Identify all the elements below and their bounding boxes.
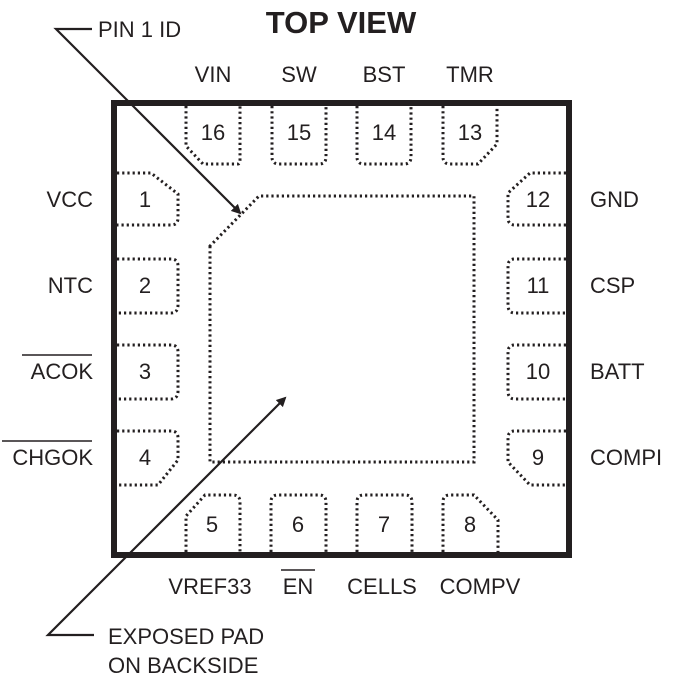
pin-5-number: 5 xyxy=(206,512,218,537)
pin-4-pad xyxy=(117,429,180,487)
right-pins: 12 GND 11 CSP 10 BATT 9 COMPI xyxy=(506,171,662,487)
pin-9: 9 COMPI xyxy=(506,429,662,487)
top-pins: 16 VIN 15 SW 14 BST 13 TMR xyxy=(184,62,499,166)
pin-10-pad xyxy=(506,343,566,401)
pin-13-pad xyxy=(441,106,499,166)
pin-6-name: EN xyxy=(283,574,314,599)
pin-8-name: COMPV xyxy=(440,574,521,599)
bottom-pins: 5 VREF33 6 EN 7 CELLS 8 COMPV xyxy=(168,493,521,599)
exposed-pad-label-line1: EXPOSED PAD xyxy=(108,624,264,649)
pin-4-number: 4 xyxy=(139,445,151,470)
pin-12: 12 GND xyxy=(506,171,639,227)
pin-4-name: CHGOK xyxy=(12,445,93,470)
pin-5-pad xyxy=(184,493,242,552)
pin-7-number: 7 xyxy=(378,512,390,537)
pin-14-pad xyxy=(355,106,413,166)
pin-10-number: 10 xyxy=(526,359,550,384)
pin-5: 5 VREF33 xyxy=(168,493,252,599)
pin-13-name: TMR xyxy=(446,62,494,87)
exposed-pad-leader-line xyxy=(45,396,287,637)
pin-2-pad xyxy=(117,257,180,315)
pin-5-name: VREF33 xyxy=(168,574,251,599)
pin-12-pad xyxy=(506,171,566,227)
pin-15-pad xyxy=(270,106,328,166)
pin-11: 11 CSP xyxy=(506,257,635,315)
pin-6-number: 6 xyxy=(292,512,304,537)
diagram-title: TOP VIEW xyxy=(266,5,417,40)
pin-12-name: GND xyxy=(590,187,639,212)
pin-7-pad xyxy=(355,493,414,552)
pin-15-number: 15 xyxy=(287,120,311,145)
pin-10: 10 BATT xyxy=(506,343,645,401)
pin-16: 16 VIN xyxy=(184,62,242,166)
pin-15-name: SW xyxy=(281,62,317,87)
pin-14: 14 BST xyxy=(355,62,413,166)
pin-2-name: NTC xyxy=(48,273,93,298)
pin-16-number: 16 xyxy=(201,120,225,145)
pin-10-name: BATT xyxy=(590,359,645,384)
pin-3: 3 ACOK xyxy=(22,343,180,401)
exposed-pad-label-line2: ON BACKSIDE xyxy=(108,653,258,678)
package-body xyxy=(111,100,572,558)
pin-16-name: VIN xyxy=(195,62,232,87)
pin-8-number: 8 xyxy=(464,512,476,537)
exposed-pad-outline xyxy=(208,194,476,464)
pin-2-number: 2 xyxy=(139,273,151,298)
pin-6-pad xyxy=(269,493,328,552)
pin-9-name: COMPI xyxy=(590,445,662,470)
pin-6: 6 EN xyxy=(269,493,328,599)
exposed-pad-callout: EXPOSED PAD ON BACKSIDE xyxy=(45,396,287,678)
pin-14-number: 14 xyxy=(372,120,396,145)
pin-3-number: 3 xyxy=(139,359,151,384)
pin-15: 15 SW xyxy=(270,62,328,166)
pin-14-name: BST xyxy=(363,62,406,87)
pin-2: 2 NTC xyxy=(48,257,180,315)
pin-13: 13 TMR xyxy=(441,62,499,166)
pin-7-name: CELLS xyxy=(347,574,417,599)
pin-11-number: 11 xyxy=(527,273,550,298)
pin-7: 7 CELLS xyxy=(347,493,417,599)
pin-13-number: 13 xyxy=(458,120,482,145)
pin-8: 8 COMPV xyxy=(440,493,521,599)
pin-1: 1 VCC xyxy=(47,171,180,227)
pin-11-name: CSP xyxy=(590,273,635,298)
pin-3-name: ACOK xyxy=(31,359,94,384)
pin-12-number: 12 xyxy=(526,187,550,212)
left-pins: 1 VCC 2 NTC 3 ACOK 4 CHGOK xyxy=(2,171,180,487)
pin-9-pad xyxy=(506,429,566,487)
pin-11-pad xyxy=(506,257,566,315)
pin-9-number: 9 xyxy=(532,445,544,470)
pin1-id-label: PIN 1 ID xyxy=(98,17,181,42)
pin-16-pad xyxy=(184,106,242,166)
pin-3-pad xyxy=(117,343,180,401)
pin1-id-callout: PIN 1 ID xyxy=(53,17,242,215)
pin-1-number: 1 xyxy=(139,187,151,212)
pin-4: 4 CHGOK xyxy=(2,429,180,487)
pin-1-name: VCC xyxy=(47,187,94,212)
pin1-leader-line xyxy=(53,27,242,215)
